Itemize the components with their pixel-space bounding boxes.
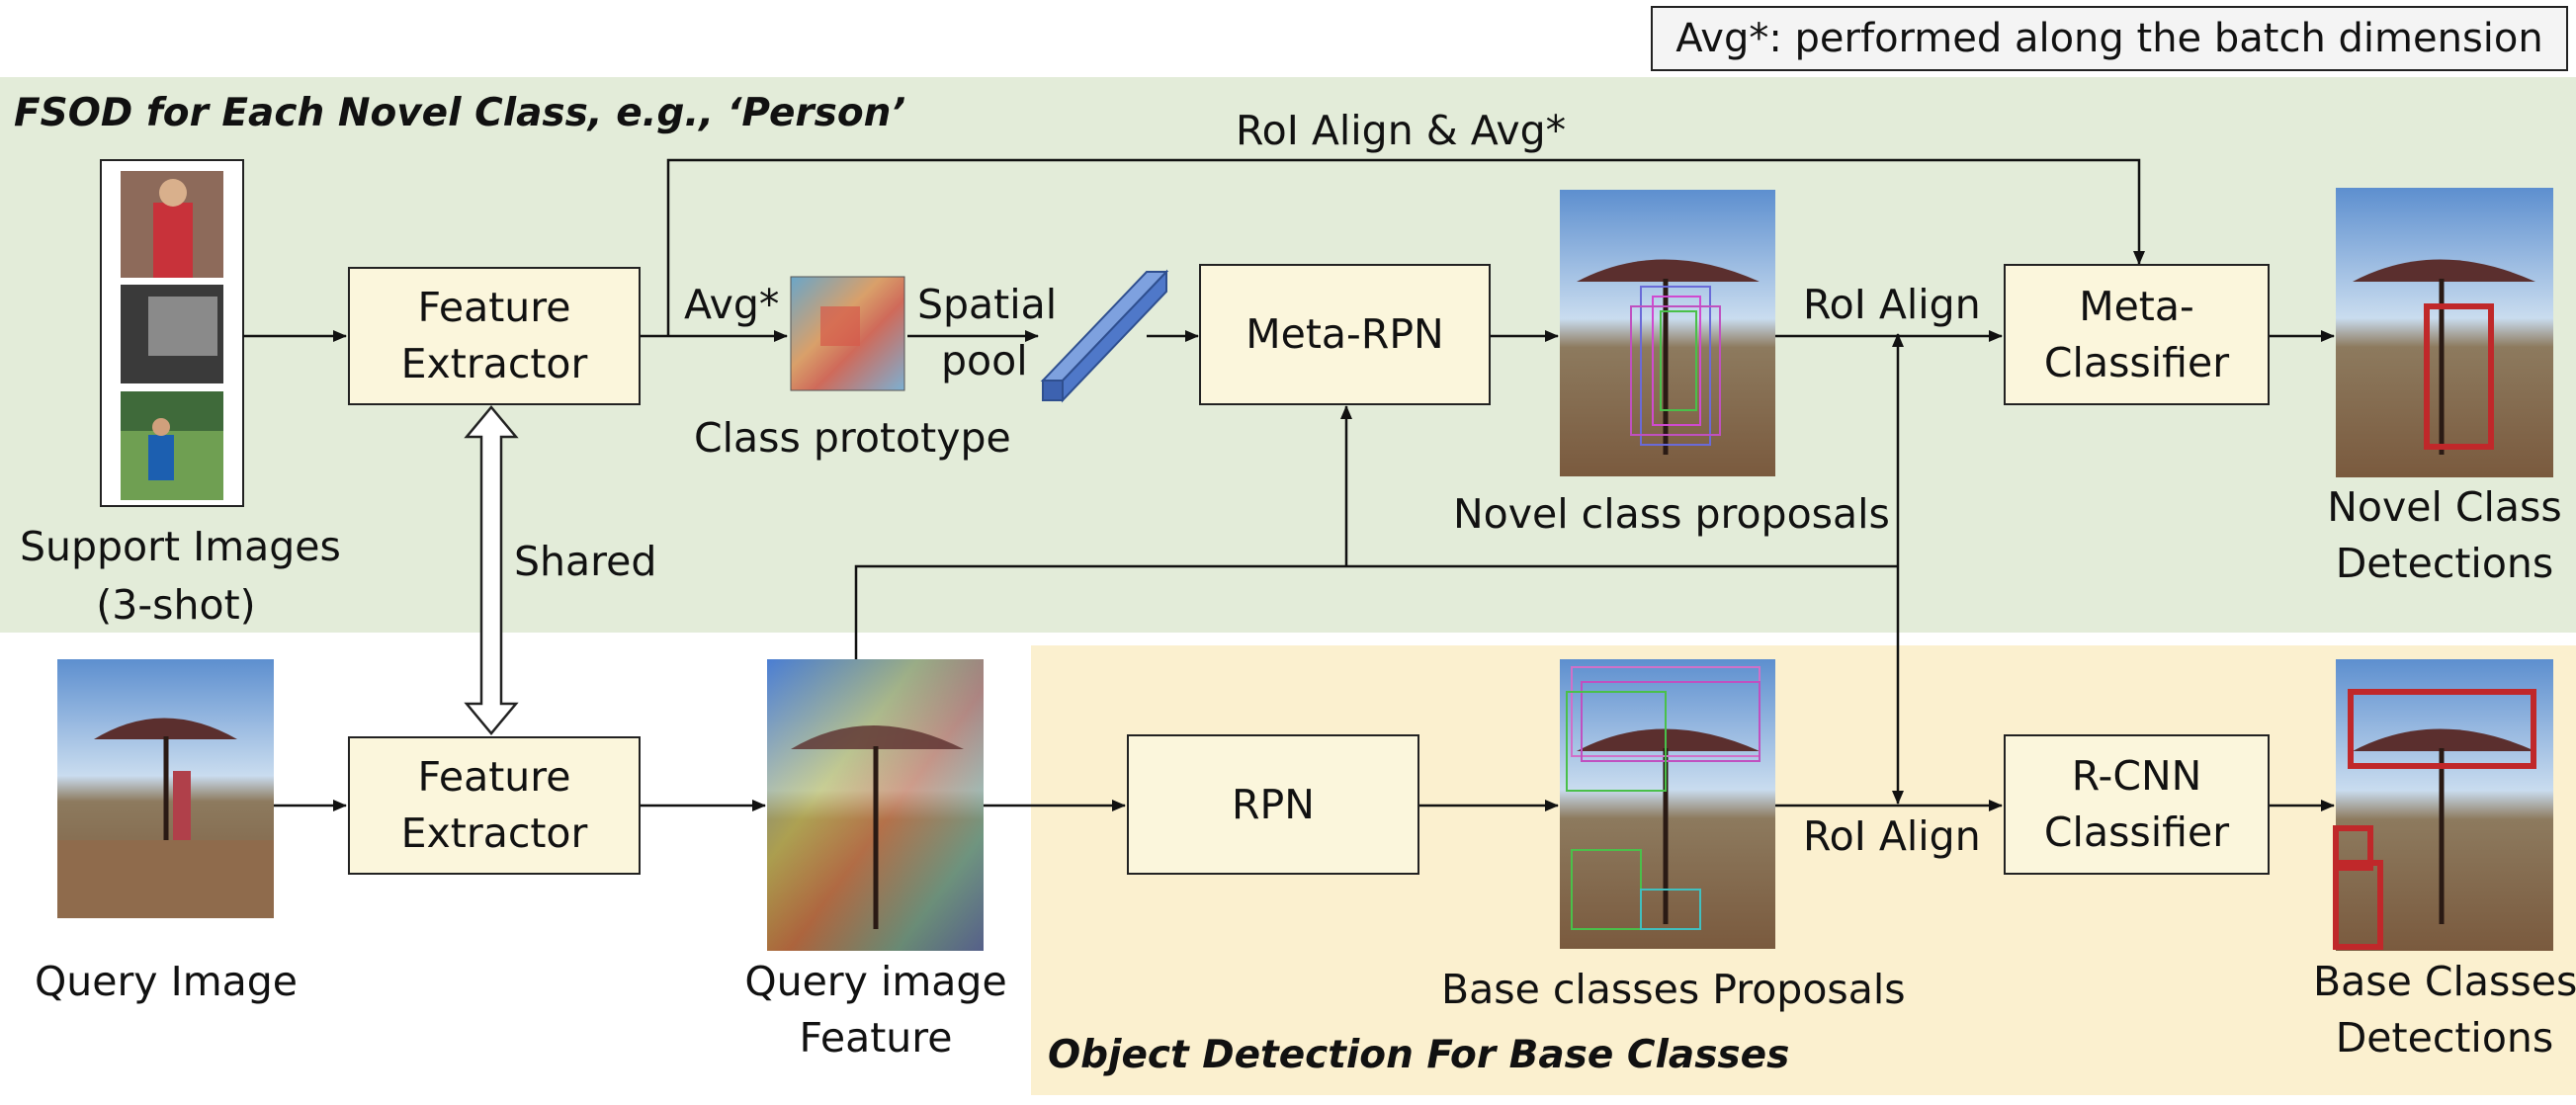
feature-extractor-bottom: Feature Extractor: [348, 736, 641, 875]
base-proposals-image: [1560, 659, 1775, 949]
novel-detections-label-2: Detections: [2335, 540, 2554, 587]
legend-note: Avg*: performed along the batch dimensio…: [1651, 6, 2568, 71]
roi-align-bottom-label: RoI Align: [1803, 812, 1981, 860]
base-detections-label-2: Detections: [2335, 1014, 2554, 1062]
query-feature-label-2: Feature: [799, 1014, 953, 1062]
feature-extractor-top: Feature Extractor: [348, 267, 641, 405]
query-image: [57, 659, 274, 918]
novel-detections-image: [2336, 188, 2553, 477]
rpn-box: RPN: [1127, 734, 1419, 875]
support-images-shot-label: (3-shot): [96, 581, 256, 629]
shared-label: Shared: [514, 538, 657, 585]
base-proposals-label: Base classes Proposals: [1441, 966, 1906, 1013]
novel-detections-label: Novel Class: [2327, 483, 2562, 531]
flow-arrows: [243, 158, 2335, 811]
class-prototype-label: Class prototype: [694, 414, 1011, 462]
pooled-feature-vector: [1040, 269, 1169, 403]
shared-weights-arrow: [464, 405, 519, 735]
support-images: [100, 159, 244, 507]
avg-label: Avg*: [684, 281, 780, 328]
base-detections-label: Base Classes: [2313, 958, 2576, 1005]
novel-proposals-image: [1560, 190, 1775, 476]
base-detections-image: [2333, 659, 2553, 951]
novel-proposals-label: Novel class proposals: [1453, 490, 1890, 538]
roi-align-top-label: RoI Align: [1803, 281, 1981, 328]
base-panel-title: Object Detection For Base Classes: [1048, 1033, 1790, 1077]
query-image-label: Query Image: [34, 958, 299, 1005]
meta-classifier-box: Meta-Classifier: [2004, 264, 2270, 405]
spatial-label: Spatial: [917, 281, 1058, 328]
query-feature-label: Query image: [744, 958, 1007, 1005]
query-feature-map: [767, 659, 984, 951]
class-prototype-map: [790, 276, 905, 391]
rcnn-classifier-box: R-CNN Classifier: [2004, 734, 2270, 875]
novel-panel-title: FSOD for Each Novel Class, e.g., ‘Person…: [14, 91, 906, 135]
roi-align-avg-label: RoI Align & Avg*: [1236, 107, 1567, 154]
support-images-label: Support Images: [20, 523, 341, 570]
meta-rpn-box: Meta-RPN: [1199, 264, 1491, 405]
pool-label: pool: [941, 337, 1028, 384]
